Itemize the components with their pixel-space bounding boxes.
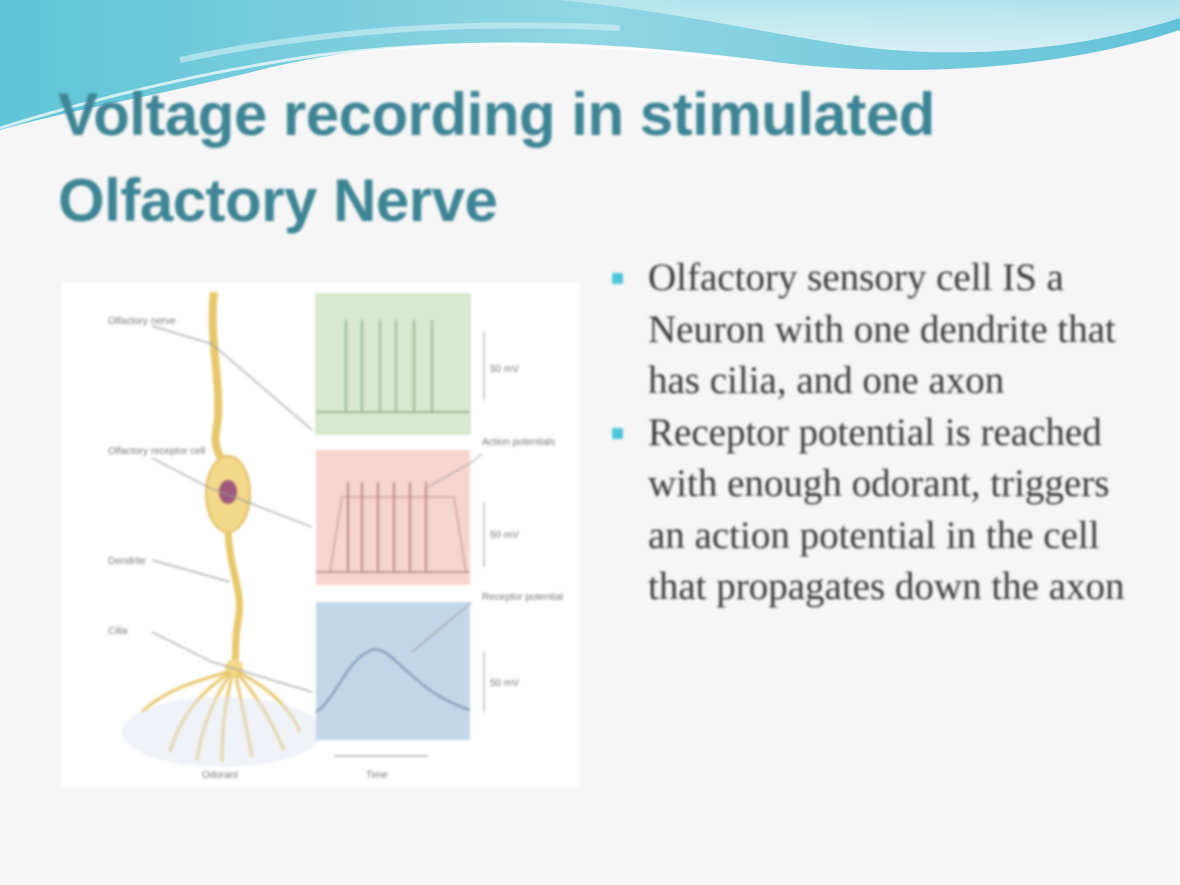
bullet-text: Olfactory sensory cell IS a Neuron with … [648, 256, 1116, 402]
label-dendrite: Dendrite [108, 556, 146, 567]
neuron-illustration [122, 291, 322, 767]
recording-panel-cell: Action potentials 50 mV [316, 437, 555, 585]
title-line-2: Olfactory Nerve [58, 167, 498, 234]
scale-mv-1: 50 mV [490, 364, 519, 375]
scale-mv-3: 50 mV [490, 678, 519, 689]
bullet-item: Receptor potential is reached with enoug… [612, 407, 1132, 613]
label-olfactory-nerve: Olfactory nerve [108, 316, 176, 327]
bullet-list: Olfactory sensory cell IS a Neuron with … [612, 252, 1132, 613]
label-receptor-potential: Receptor potential [482, 592, 563, 603]
slide-title: Voltage recording in stimulated Olfactor… [58, 72, 1118, 244]
recording-panel-dendrite: Receptor potential 50 mV [315, 592, 563, 740]
label-sensory-cell: Olfactory receptor cell [108, 446, 205, 457]
label-action-potentials: Action potentials [482, 437, 555, 448]
bullet-item: Olfactory sensory cell IS a Neuron with … [612, 252, 1132, 407]
title-line-1: Voltage recording in stimulated [58, 81, 935, 148]
recording-panel-nerve: 50 mV [315, 293, 519, 435]
neuron-recording-figure: Olfactory nerve Olfactory receptor cell … [62, 282, 580, 787]
bullet-marker-icon [612, 273, 623, 284]
bullet-text: Receptor potential is reached with enoug… [648, 410, 1125, 609]
header-wave-decoration [0, 0, 1180, 130]
label-odorant: Odorant [202, 770, 238, 781]
scale-mv-2: 50 mV [490, 530, 519, 541]
label-time: Time [366, 770, 388, 781]
bullet-marker-icon [612, 427, 623, 439]
label-cilia: Cilia [108, 626, 128, 637]
